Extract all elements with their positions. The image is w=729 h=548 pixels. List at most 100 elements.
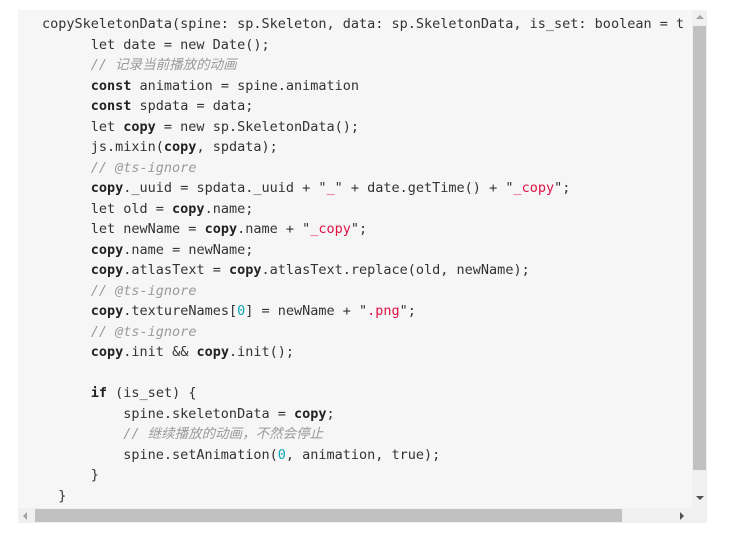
code-keyword: copy xyxy=(204,221,238,237)
code-text xyxy=(42,344,91,360)
code-comment: // @ts-ignore xyxy=(90,323,197,340)
code-keyword: copy xyxy=(90,262,124,278)
scroll-up-arrow-icon[interactable] xyxy=(696,15,704,19)
code-text: " + date.getTime() + " xyxy=(334,180,514,196)
code-keyword: copy xyxy=(90,303,124,319)
code-block: copySkeletonData(spine: sp.Skeleton, dat… xyxy=(18,10,707,523)
code-text xyxy=(42,78,91,94)
code-line: if (is_set) { xyxy=(42,383,684,404)
code-line: // @ts-ignore xyxy=(42,322,684,343)
code-text: .init && xyxy=(123,344,197,360)
code-text xyxy=(42,385,91,401)
code-keyword: copy xyxy=(90,241,124,258)
code-comment: // @ts-ignore xyxy=(90,159,197,176)
code-text xyxy=(42,160,91,176)
code-keyword: copy xyxy=(228,262,262,278)
code-keyword: copy xyxy=(123,118,156,135)
code-text: .name = newName; xyxy=(123,241,254,258)
code-text: spine.setAnimation( xyxy=(42,446,278,463)
code-comment: // 记录当前播放的动画 xyxy=(90,57,237,73)
code-text xyxy=(42,242,91,258)
code-text: , spdata); xyxy=(196,139,278,155)
code-keyword: if xyxy=(90,385,108,401)
code-text: .atlasText = xyxy=(123,262,229,278)
code-line: copy.name = newName; xyxy=(42,240,684,261)
code-line: copySkeletonData(spine: sp.Skeleton, dat… xyxy=(42,14,684,35)
code-text: "; xyxy=(350,221,368,237)
code-line: copy._uuid = spdata._uuid + "_" + date.g… xyxy=(42,178,684,199)
code-string: _ xyxy=(326,180,335,196)
code-keyword: const xyxy=(90,98,132,114)
code-keyword: copy xyxy=(196,344,229,360)
code-line: const spdata = data; xyxy=(42,96,684,117)
code-text: .atlasText.replace(old, newName); xyxy=(261,262,530,278)
code-keyword: const xyxy=(90,77,132,94)
code-text xyxy=(42,262,91,278)
code-keyword: copy xyxy=(90,180,124,196)
code-text: "; xyxy=(554,180,571,196)
code-text: .textureNames[ xyxy=(123,303,238,319)
code-line: copy.atlasText = copy.atlasText.replace(… xyxy=(42,260,684,281)
code-string: .png xyxy=(367,303,400,319)
code-line: // 继续播放的动画，不然会停止 xyxy=(42,424,684,445)
scroll-down-arrow-icon[interactable] xyxy=(696,496,704,500)
code-line: // @ts-ignore xyxy=(42,158,684,179)
code-line: // 记录当前播放的动画 xyxy=(42,55,684,76)
scroll-left-arrow-icon[interactable] xyxy=(23,512,27,520)
vertical-scroll-thumb[interactable] xyxy=(693,26,706,470)
code-text: ; xyxy=(326,405,335,422)
code-text xyxy=(42,180,91,196)
code-line: // @ts-ignore xyxy=(42,281,684,302)
code-line: } xyxy=(42,465,684,486)
code-text xyxy=(42,324,91,340)
code-line: let newName = copy.name + "_copy"; xyxy=(42,219,684,240)
scrollbar-corner xyxy=(692,508,707,523)
code-line: const animation = spine.animation xyxy=(42,76,684,97)
code-keyword: copy xyxy=(90,344,124,360)
code-text: (is_set) { xyxy=(107,385,197,401)
code-text: .init(); xyxy=(228,344,294,360)
code-line: spine.setAnimation(0, animation, true); xyxy=(42,445,684,466)
code-text: copySkeletonData(spine: sp.Skeleton, dat… xyxy=(42,16,685,32)
code-keyword: copy xyxy=(293,405,327,422)
code-number: 0 xyxy=(277,446,286,463)
code-text: let xyxy=(42,118,124,135)
code-text: } xyxy=(42,487,67,504)
code-text xyxy=(42,426,123,442)
code-string: _copy xyxy=(513,180,555,196)
code-line: let date = new Date(); xyxy=(42,35,684,56)
scroll-right-arrow-icon[interactable] xyxy=(680,512,684,520)
code-text xyxy=(42,98,91,114)
code-content: copySkeletonData(spine: sp.Skeleton, dat… xyxy=(42,14,684,506)
code-text: ] = newName + " xyxy=(245,303,368,319)
code-text xyxy=(42,283,91,299)
code-line: let copy = new sp.SkeletonData(); xyxy=(42,117,684,138)
code-comment: // 继续播放的动画，不然会停止 xyxy=(123,426,324,442)
code-number: 0 xyxy=(237,303,246,319)
code-text: = new sp.SkeletonData(); xyxy=(155,118,359,135)
code-text: spine.skeletonData = xyxy=(42,405,294,422)
code-line: copy.init && copy.init(); xyxy=(42,342,684,363)
code-line: copy.textureNames[0] = newName + ".png"; xyxy=(42,301,684,322)
code-line: let old = copy.name; xyxy=(42,199,684,220)
code-text: js.mixin( xyxy=(42,139,164,155)
code-text: let newName = xyxy=(42,221,205,237)
code-line: } xyxy=(42,486,684,507)
code-text: , animation, true); xyxy=(285,446,441,463)
code-line: spine.skeletonData = copy; xyxy=(42,404,684,425)
code-keyword: copy xyxy=(163,139,197,155)
code-text xyxy=(42,57,91,73)
code-string: _copy xyxy=(310,221,351,237)
code-text: ._uuid = spdata._uuid + " xyxy=(123,180,327,196)
horizontal-scrollbar[interactable] xyxy=(18,508,692,523)
code-comment: // @ts-ignore xyxy=(90,282,197,299)
horizontal-scroll-thumb[interactable] xyxy=(35,509,622,522)
code-text: animation = spine.animation xyxy=(131,77,359,94)
code-keyword: copy xyxy=(172,200,205,217)
code-text: } xyxy=(42,467,99,483)
vertical-scrollbar[interactable] xyxy=(692,10,707,508)
code-line xyxy=(42,363,684,384)
code-text: "; xyxy=(399,303,416,319)
code-text: let date = new Date(); xyxy=(42,36,270,53)
code-text xyxy=(42,303,91,319)
